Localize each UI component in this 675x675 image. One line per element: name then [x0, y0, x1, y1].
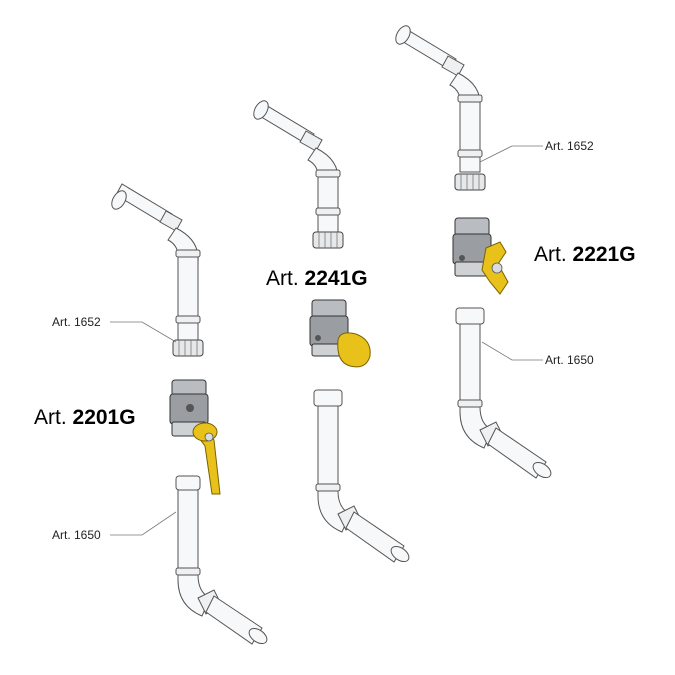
- left-lower-pipe: [175, 475, 268, 645]
- lever-handle-icon: [192, 422, 221, 495]
- label-art-2221g: Art. 2221G: [534, 243, 636, 266]
- valve-2201g: [169, 379, 221, 495]
- right-lower-pipe: [455, 307, 552, 479]
- middle-lower-pipe: [313, 389, 410, 563]
- label-art-1650-right: Art. 1650: [545, 353, 594, 367]
- leader-lines: [110, 145, 543, 536]
- label-art-2221g-code: 2221G: [573, 243, 636, 266]
- left-assembly: [111, 183, 268, 645]
- middle-upper-pipe: [253, 100, 344, 249]
- label-art-1650-left: Art. 1650: [52, 528, 101, 542]
- label-art-1652-left: Art. 1652: [52, 315, 101, 329]
- valve-2241g: [309, 299, 371, 368]
- label-art-1652-right: Art. 1652: [545, 139, 594, 153]
- butterfly-handle-icon: [481, 241, 509, 295]
- label-art-2241g: Art. 2241G: [266, 267, 368, 290]
- label-art-2241g-code: 2241G: [305, 267, 368, 290]
- tee-handle-icon: [337, 332, 371, 368]
- label-art-2221g-prefix: Art.: [534, 243, 573, 266]
- leader-art-1650-left: [110, 511, 177, 536]
- valve-2221g: [452, 217, 509, 295]
- label-art-2241g-prefix: Art.: [266, 267, 305, 290]
- right-upper-pipe: [395, 25, 486, 191]
- left-upper-pipe: [111, 183, 204, 357]
- middle-assembly: [253, 100, 410, 563]
- label-art-2201g-prefix: Art.: [34, 406, 73, 429]
- leader-art-1652-left: [110, 321, 177, 343]
- label-art-2201g-code: 2201G: [73, 406, 136, 429]
- right-assembly: [395, 25, 552, 479]
- label-art-2201g: Art. 2201G: [34, 406, 136, 429]
- leader-art-1652-right: [479, 145, 543, 163]
- leader-art-1650-right: [481, 341, 543, 361]
